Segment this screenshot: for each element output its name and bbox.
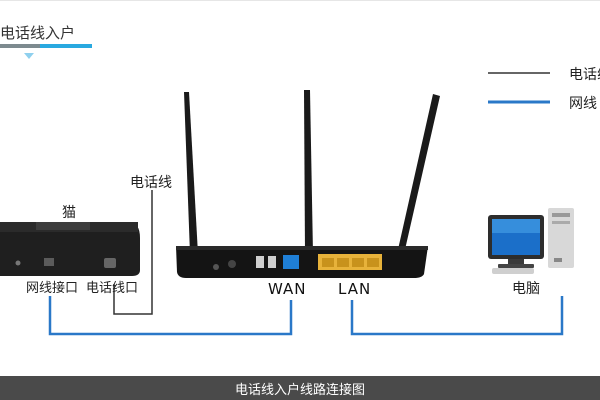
title-pointer-icon [24,53,34,59]
wan-port [283,255,299,269]
router-antennas-icon [184,90,440,254]
legend-network-cable-label: 网线 [569,96,597,112]
phone-line [113,190,153,315]
page-title: 电话线入户 [0,24,76,42]
title-underline [0,44,92,48]
phone-line-label: 电话线 [130,175,172,191]
cable-lan-to-computer [350,296,564,336]
diagram-caption-text: 电话线入户线路连接图 [234,382,365,398]
modem-label: 猫 [62,205,76,221]
modem-network-port-label: 网线接口 [26,281,79,296]
top-border [0,0,600,1]
router-wan-label: WAN [268,280,307,298]
router-icon [176,246,428,278]
modem-phone-port-label: 电话线口 [86,281,139,296]
computer-label: 电脑 [512,281,540,297]
legend-phone-line-label: 电话线 [569,67,600,83]
modem-icon [0,222,140,276]
cable-modem-to-wan [48,296,293,336]
router-lan-label: LAN [338,280,372,298]
diagram-caption: 电话线入户线路连接图 [0,376,600,400]
computer-icon [488,208,574,274]
